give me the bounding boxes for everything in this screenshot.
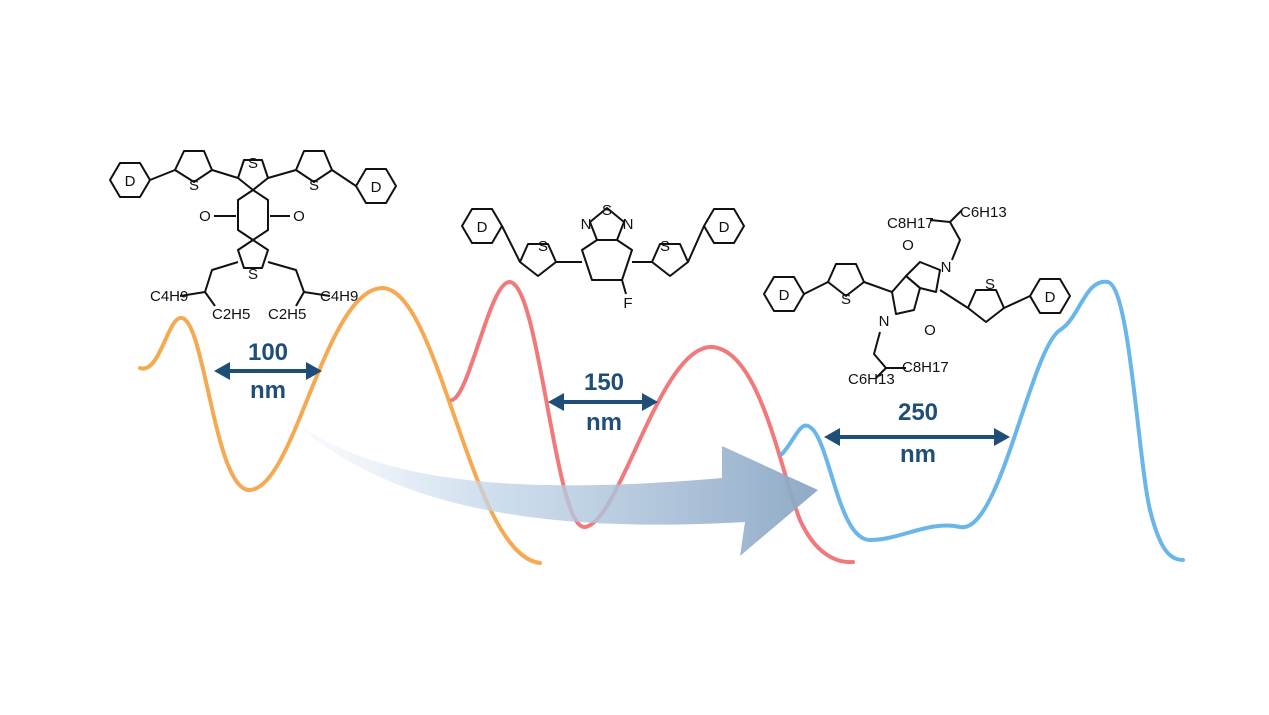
gap-value-red: 150 xyxy=(584,369,624,396)
nitrogen-label: N xyxy=(623,216,634,233)
nitrogen-label: N xyxy=(581,216,592,233)
gap-arrow-orange xyxy=(214,362,322,380)
thiophene-blue-right xyxy=(967,289,1005,323)
oxygen-label: O xyxy=(902,237,914,254)
thiophene-orange-bottom xyxy=(237,239,269,269)
donor-ring-blue-right xyxy=(1029,278,1071,314)
sulfur-label: S xyxy=(841,291,851,308)
sulfur-label: S xyxy=(660,238,670,255)
donor-ring-orange-right xyxy=(355,168,397,204)
donor-ring-red-right xyxy=(703,208,745,244)
donor-label: D xyxy=(125,173,136,190)
donor-label: D xyxy=(477,219,488,236)
substituent-label: C4H9 xyxy=(150,288,188,305)
gap-value-orange: 100 xyxy=(248,339,288,366)
substituent-label: C2H5 xyxy=(268,306,306,323)
substituent-label: C4H9 xyxy=(320,288,358,305)
blue-absorption-curve xyxy=(780,279,1185,562)
thiophene-red-left xyxy=(519,243,557,277)
donor-label: D xyxy=(1045,289,1056,306)
benzothiadiazole-core-red xyxy=(581,239,633,281)
substituent-label: C6H13 xyxy=(960,204,1007,221)
sulfur-label: S xyxy=(248,266,258,283)
dpp-core-left-ring xyxy=(891,275,921,315)
oxygen-label: O xyxy=(199,208,211,225)
gap-value-blue: 250 xyxy=(898,399,938,426)
orange-absorption-curve xyxy=(138,285,542,565)
nitrogen-label: N xyxy=(879,313,890,330)
gap-unit-orange: nm xyxy=(250,377,286,404)
thiophene-red-right xyxy=(651,243,689,277)
dpp-core-right-ring xyxy=(905,261,941,293)
blue-molecule: D S O O N N S D C8H17 C6H13 C6H13 C8H17 xyxy=(763,204,1071,388)
gap-arrow-red xyxy=(548,393,658,411)
thiophene-blue-left xyxy=(827,263,865,297)
sulfur-label: S xyxy=(538,238,548,255)
thiadiazole-ring-red xyxy=(589,207,625,241)
substituent-label: C6H13 xyxy=(848,371,895,388)
sulfur-label: S xyxy=(189,177,199,194)
sulfur-label: S xyxy=(602,202,612,219)
gap-arrow-blue xyxy=(824,428,1010,446)
substituent-label: C2H5 xyxy=(212,306,250,323)
donor-label: D xyxy=(719,219,730,236)
quinone-core-orange xyxy=(237,189,269,241)
sulfur-label: S xyxy=(248,155,258,172)
orange-molecule: D S S O O S S D C4H9 C2H5 C2H5 C4H9 xyxy=(109,150,397,323)
sulfur-label: S xyxy=(309,177,319,194)
thiophene-orange-left xyxy=(174,150,213,183)
oxygen-label: O xyxy=(924,322,936,339)
nitrogen-label: N xyxy=(941,259,952,276)
gap-unit-red: nm xyxy=(586,409,622,436)
fluorine-label: F xyxy=(623,295,632,312)
sulfur-label: S xyxy=(985,276,995,293)
thiophene-orange-right xyxy=(295,150,333,183)
gap-unit-blue: nm xyxy=(900,441,936,468)
substituent-label: C8H17 xyxy=(887,215,934,232)
redshift-arrow xyxy=(292,420,818,556)
donor-label: D xyxy=(779,287,790,304)
red-molecule: D S N S N F S D xyxy=(461,202,745,312)
substituent-label: C8H17 xyxy=(902,359,949,376)
thiophene-orange-top xyxy=(237,159,269,191)
donor-label: D xyxy=(371,179,382,196)
oxygen-label: O xyxy=(293,208,305,225)
